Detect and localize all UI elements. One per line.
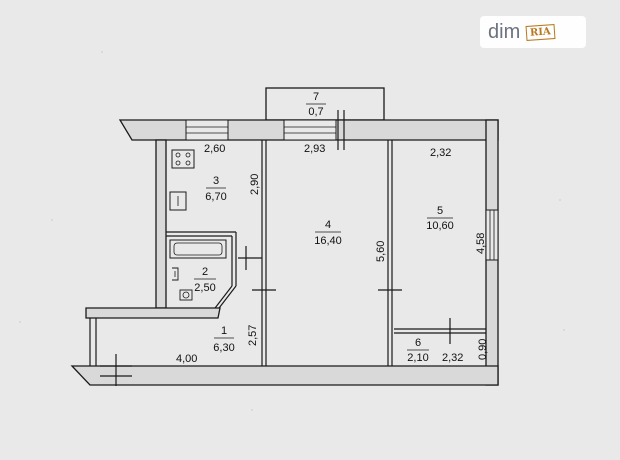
room-5-label: 5 10,60 (426, 205, 454, 232)
svg-text:4: 4 (325, 219, 331, 231)
svg-text:5: 5 (437, 205, 443, 217)
dim-living-width: 2,93 (304, 143, 325, 155)
entry-wall (85, 307, 221, 319)
svg-text:2,50: 2,50 (194, 282, 215, 294)
kitchen-sink-icon (169, 191, 187, 211)
dim-bedroom-height: 4,58 (475, 233, 487, 254)
bathtub-icon (169, 239, 227, 259)
watermark-text: dim (488, 20, 521, 43)
window-living (283, 119, 337, 141)
svg-text:1: 1 (221, 325, 227, 337)
bottom-wall (70, 365, 499, 386)
dim-bedroom-width: 2,32 (430, 147, 451, 159)
dim-kitchen-height: 2,90 (249, 174, 261, 195)
svg-text:7: 7 (313, 91, 319, 103)
dim-hall-width: 4,00 (176, 353, 197, 365)
window-kitchen (185, 119, 229, 141)
stove-icon (171, 149, 195, 169)
svg-text:10,60: 10,60 (426, 220, 454, 232)
svg-text:16,40: 16,40 (314, 235, 342, 247)
sink-icon (172, 267, 179, 281)
room-2-label: 2 2,50 (194, 266, 216, 294)
window-bedroom (485, 209, 499, 261)
dim-living-height: 5,60 (375, 241, 387, 262)
room-1-label: 1 6,30 (213, 325, 234, 354)
watermark-badge: RIA (525, 23, 556, 41)
room-7-label: 7 0,7 (306, 91, 326, 118)
paper-texture (19, 51, 565, 411)
svg-text:2,10: 2,10 (407, 352, 428, 364)
room-3-label: 3 6,70 (205, 175, 226, 203)
room-6-label: 6 2,10 (407, 337, 429, 364)
svg-text:3: 3 (213, 175, 219, 187)
svg-text:0,7: 0,7 (308, 106, 323, 118)
dim-closet-width: 2,32 (442, 352, 463, 364)
dim-hall-height: 2,57 (247, 325, 259, 346)
room-4-label: 4 16,40 (314, 219, 342, 247)
entry-door (100, 354, 132, 386)
toilet-icon (179, 289, 193, 301)
svg-text:6,30: 6,30 (213, 342, 234, 354)
dim-kitchen-width: 2,60 (204, 143, 225, 155)
left-wall (155, 139, 167, 309)
dim-closet-height: 0,90 (477, 339, 489, 360)
dimria-watermark: dim RIA (480, 16, 586, 48)
svg-text:2: 2 (202, 266, 208, 278)
svg-text:6: 6 (415, 337, 421, 349)
svg-text:6,70: 6,70 (205, 191, 226, 203)
